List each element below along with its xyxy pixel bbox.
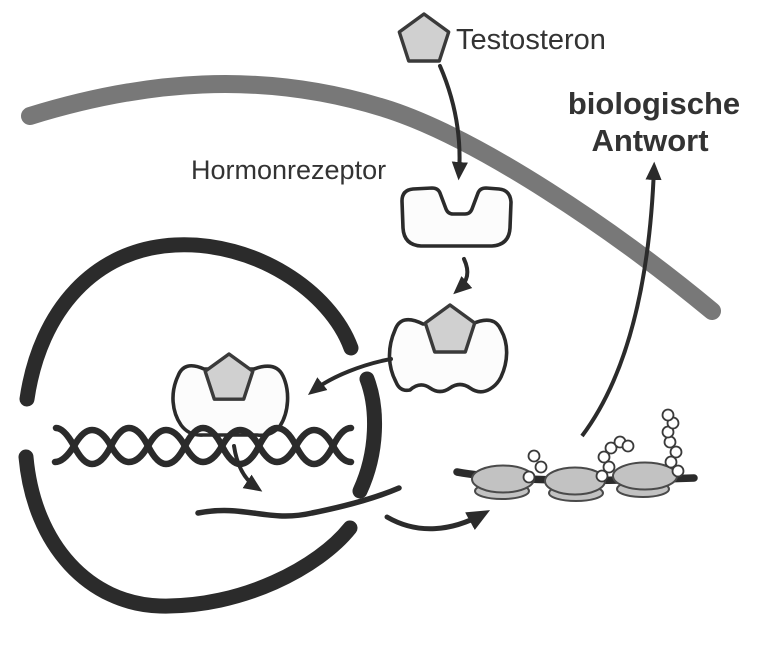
arrow-to-biological-response bbox=[580, 161, 662, 438]
dna-double-helix bbox=[51, 424, 355, 468]
dna-strand-b bbox=[51, 426, 355, 466]
arrow-mrna-to-ribosomes bbox=[384, 510, 491, 532]
biological-response-label-line2: Antwort bbox=[591, 123, 708, 158]
arrow-testosterone-to-receptor bbox=[438, 64, 468, 181]
testosterone-pentagon-icon bbox=[397, 12, 451, 63]
complex-pentagon-icon bbox=[423, 303, 477, 354]
protein-chain-1 bbox=[522, 449, 548, 484]
cell-membrane bbox=[21, 75, 721, 320]
nucleus-arc-right bbox=[352, 371, 383, 499]
arrow-dna-to-mrna bbox=[232, 444, 263, 492]
nuclear-complex-pentagon-icon bbox=[203, 352, 255, 401]
protein-chain-2 bbox=[595, 435, 635, 483]
hormone-receptor-empty bbox=[400, 186, 513, 248]
ribosome-large-subunits bbox=[471, 461, 678, 496]
testosterone-label: Testosteron bbox=[456, 24, 606, 56]
nucleus-arc-bottom bbox=[18, 449, 358, 614]
arrow-receptor-to-complex bbox=[453, 257, 473, 295]
mrna-strand-nuclear bbox=[195, 485, 402, 519]
biological-response-label-line1: biologische bbox=[568, 86, 740, 121]
ribosome-2-large-subunit bbox=[544, 466, 606, 496]
dna-strand-a bbox=[52, 424, 355, 468]
protein-chain-3 bbox=[661, 408, 685, 478]
nucleus-arc-top bbox=[19, 237, 359, 407]
nucleus-envelope bbox=[18, 237, 383, 614]
hormone-receptor-complex-body bbox=[387, 317, 509, 394]
hormone-receptor-label: Hormonrezeptor bbox=[191, 155, 386, 185]
arrow-complex-to-nucleus bbox=[307, 357, 393, 395]
